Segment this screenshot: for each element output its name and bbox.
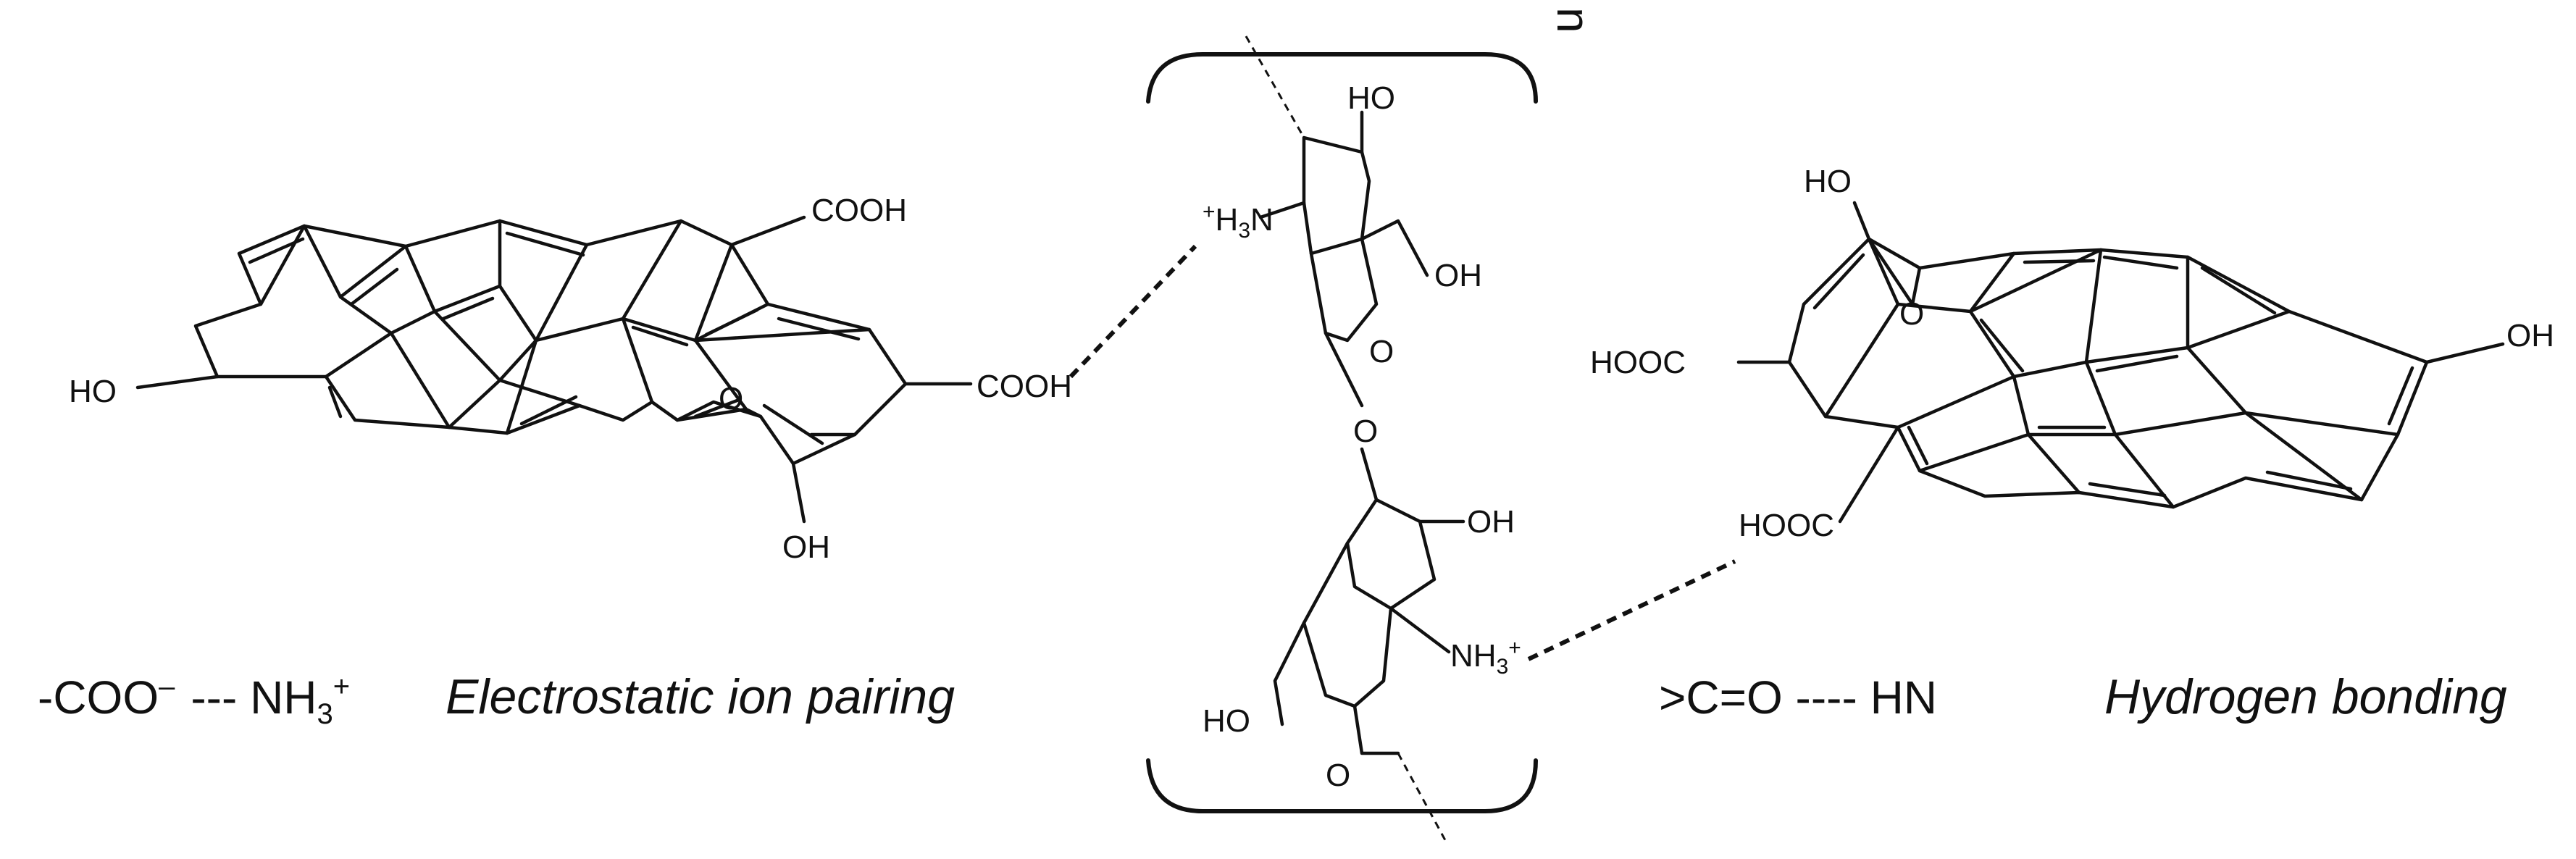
left-oh-bottom: OH: [782, 529, 830, 565]
hydrogen-bond-dashed-line: [1527, 559, 1736, 661]
chitosan-o-glycosidic: O: [1353, 414, 1378, 449]
right-epoxide-o: O: [1899, 296, 1924, 332]
chitosan-oh-ch2-top: OH: [1434, 258, 1482, 293]
chitosan-ho-ch2-bottom: HO: [1203, 703, 1250, 739]
right-interaction-label: Hydrogen bonding: [2104, 669, 2507, 724]
right-oh: OH: [2506, 318, 2554, 353]
right-ho-top: HO: [1804, 164, 1852, 199]
repeat-unit-n: n: [1547, 7, 1599, 33]
chitosan-oh-bottom: OH: [1467, 504, 1515, 540]
chitosan-nh3-bottom: NH3+: [1450, 636, 1521, 679]
chitosan-o-ring-top: O: [1369, 334, 1394, 369]
left-epoxide-o: O: [719, 381, 743, 416]
chitosan-h3n-top: +H3N: [1203, 200, 1274, 243]
chitosan-unit: [1146, 35, 1538, 841]
left-cooh-top: COOH: [811, 193, 907, 228]
left-interaction-label: Electrostatic ion pairing: [446, 669, 955, 724]
chitosan-ho-top: HO: [1347, 80, 1395, 116]
left-graphene-oxide-sheet: [135, 215, 973, 524]
left-cooh-mid: COOH: [977, 369, 1072, 404]
top-bracket: [1146, 52, 1538, 104]
right-interaction-formula: >C=O ---- HN: [1659, 671, 1937, 724]
left-ho: HO: [69, 374, 117, 409]
right-hooc-top: HOOC: [1590, 345, 1686, 380]
right-graphene-oxide-sheet: [1736, 201, 2505, 524]
left-interaction-formula: -COO–--- NH3+: [38, 671, 350, 730]
bottom-bracket: [1146, 758, 1538, 813]
right-hooc-bottom: HOOC: [1739, 508, 1834, 543]
ion-pair-dashed-line: [1069, 244, 1197, 379]
chitosan-o-ring-bottom: O: [1326, 758, 1350, 793]
